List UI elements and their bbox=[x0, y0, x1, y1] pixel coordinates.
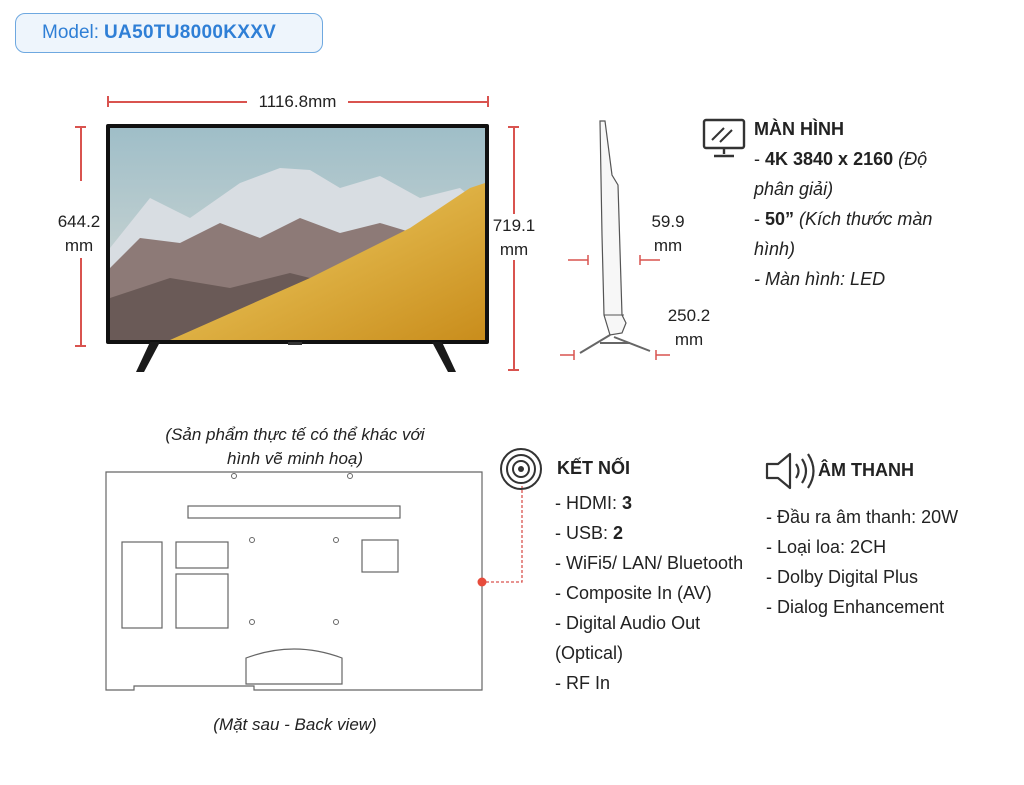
width-dim-tick-right bbox=[487, 96, 489, 107]
wireless-signal-icon bbox=[500, 448, 542, 490]
panel-height-tick-top bbox=[75, 126, 86, 128]
connectivity-wireless: - WiFi5/ LAN/ Bluetooth bbox=[555, 553, 744, 573]
width-dim-tick-left bbox=[107, 96, 109, 107]
monitor-icon bbox=[702, 118, 746, 158]
model-badge: Model: UA50TU8000KXXV bbox=[15, 13, 323, 53]
speaker-icon bbox=[765, 452, 815, 490]
panel-height-line-top bbox=[80, 126, 82, 181]
tv-side-view bbox=[560, 120, 670, 360]
screen-spec-list: - 4K 3840 x 2160 (Độ phân giải) - 50” (K… bbox=[754, 144, 984, 294]
panel-depth-dimension: 59.9 mm bbox=[651, 212, 685, 255]
total-height-line-top bbox=[513, 126, 515, 214]
connectivity-spec-list: - HDMI: 3 - USB: 2 - WiFi5/ LAN/ Bluetoo… bbox=[555, 488, 775, 698]
connectivity-optical: - Digital Audio Out bbox=[555, 613, 701, 633]
connector-pointer bbox=[477, 486, 523, 587]
screen-spec-resolution: - 4K 3840 x 2160 (Độ bbox=[754, 149, 928, 169]
disclaimer-note: (Sản phẩm thực tế có thể khác với hình v… bbox=[165, 425, 425, 468]
screen-spec-type: - Màn hình: LED bbox=[754, 269, 886, 289]
connectivity-hdmi: - HDMI: 3 bbox=[555, 493, 633, 513]
audio-dialog: - Dialog Enhancement bbox=[766, 597, 945, 617]
panel-height-line-bottom bbox=[80, 258, 82, 346]
tv-screen-image bbox=[110, 128, 485, 340]
screen-spec-size: - 50” (Kích thước màn bbox=[754, 209, 933, 229]
connectivity-usb: - USB: 2 bbox=[555, 523, 624, 543]
total-height-dimension: 719.1 mm bbox=[492, 216, 536, 259]
model-label: Model: bbox=[42, 22, 100, 43]
total-height-tick-top bbox=[508, 126, 519, 128]
audio-speaker-type: - Loại loa: 2CH bbox=[766, 537, 887, 557]
tv-back-view bbox=[105, 471, 483, 691]
total-height-line-bottom bbox=[513, 260, 515, 370]
panel-height-tick-bottom bbox=[75, 345, 86, 347]
audio-dolby: - Dolby Digital Plus bbox=[766, 567, 919, 587]
stand-depth-dimension: 250.2 mm bbox=[667, 306, 711, 349]
audio-output: - Đầu ra âm thanh: 20W bbox=[766, 507, 959, 527]
tv-front-view bbox=[106, 124, 489, 344]
connectivity-section-title: KẾT NỐI bbox=[557, 458, 631, 478]
back-view-label: (Mặt sau - Back view) bbox=[213, 715, 377, 734]
model-value: UA50TU8000KXXV bbox=[104, 22, 277, 43]
width-dim-line-right bbox=[348, 101, 488, 103]
audio-section-title: ÂM THANH bbox=[818, 460, 914, 480]
connectivity-rf: - RF In bbox=[555, 673, 611, 693]
connectivity-composite: - Composite In (AV) bbox=[555, 583, 712, 603]
width-dimension: 1116.8mm bbox=[258, 92, 337, 111]
audio-spec-list: - Đầu ra âm thanh: 20W - Loại loa: 2CH -… bbox=[766, 502, 1006, 622]
width-dim-line-left bbox=[107, 101, 247, 103]
total-height-tick-bottom bbox=[508, 369, 519, 371]
panel-height-dimension: 644.2 mm bbox=[57, 212, 101, 255]
tv-stand-feet bbox=[136, 342, 456, 372]
screen-section-title: MÀN HÌNH bbox=[754, 119, 844, 139]
